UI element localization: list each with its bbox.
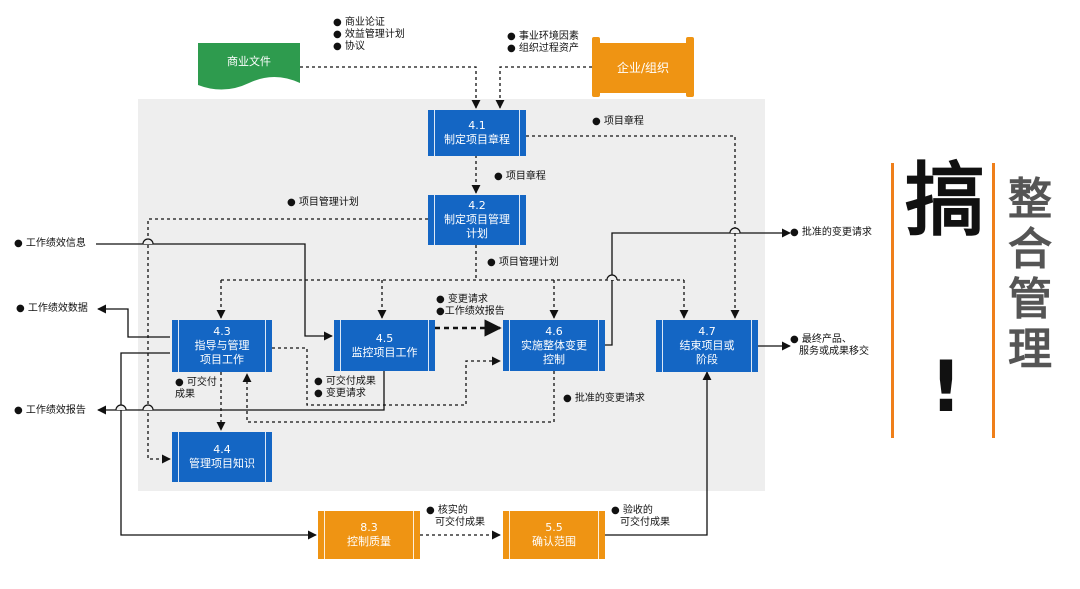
process-name-line2: 项目工作 [200,353,244,366]
process-4-7-close-project[interactable]: 4.7 结束项目或 阶段 [656,320,758,372]
label-verified-deliverables: ● 核实的 可交付成果 [426,505,485,528]
process-name-line2: 阶段 [696,353,718,366]
scroll-icon [592,37,694,97]
accent-divider-right [992,163,995,438]
business-doc-items: ● 商业论证 ● 效益管理计划 ● 协议 [333,17,405,53]
title-char-3: 管 [1008,274,1052,325]
org-item-2: ● 组织过程资产 [507,43,579,54]
process-number: 5.5 [545,521,563,534]
process-number: 4.2 [468,199,486,212]
label-work-performance-data: ● 工作绩效数据 [16,303,88,314]
process-name: 控制质量 [347,535,391,548]
label-charter-down: ● 项目章程 [494,171,546,182]
title-char-4: 理 [1008,324,1052,375]
label-deliverables-change-request: ● 可交付成果 ● 变更请求 [314,376,376,399]
business-documents-shape[interactable]: 商业文件 [198,43,300,92]
label-approved-change-top: ● 批准的变更请求 [790,227,872,238]
title-exclamation: ! [930,346,962,428]
enterprise-organization-label: 企业/组织 [616,61,670,75]
doc-item-3: ● 协议 [333,41,365,52]
org-item-1: ● 事业环境因素 [507,31,579,42]
title-char-1: 整 [1008,174,1052,225]
enterprise-organization-shape[interactable]: 企业/组织 [592,37,694,97]
process-4-3-direct-manage-work[interactable]: 4.3 指导与管理 项目工作 [172,320,272,372]
doc-item-2: ● 效益管理计划 [333,29,405,40]
title-char-2: 合 [1008,224,1052,275]
label-work-performance-report: ● 工作绩效报告 [14,405,86,416]
label-deliverables: ● 可交付 成果 [175,377,217,400]
process-number: 8.3 [360,521,378,534]
process-name-line1: 指导与管理 [194,339,250,352]
process-4-6-integrated-change-control[interactable]: 4.6 实施整体变更 控制 [503,320,605,371]
label-pm-plan-down: ● 项目管理计划 [487,257,559,268]
process-name-line1: 实施整体变更 [521,338,587,352]
title-big-character: 搞 [905,154,985,247]
process-number: 4.7 [698,325,716,338]
label-change-request-report: ● 变更请求 ●工作绩效报告 [436,294,505,317]
process-name: 管理项目知识 [189,457,255,470]
process-number: 4.4 [213,443,231,456]
process-number: 4.3 [213,325,231,338]
process-name-line1: 制定项目管理 [444,213,510,226]
process-4-2-develop-pm-plan[interactable]: 4.2 制定项目管理 计划 [428,195,526,245]
process-4-1-develop-charter[interactable]: 4.1 制定项目章程 [428,110,526,156]
process-8-3-control-quality[interactable]: 8.3 控制质量 [318,511,420,559]
title-vertical-text: 整 合 管 理 [1004,175,1056,375]
process-number: 4.1 [468,119,486,132]
process-name: 监控项目工作 [351,345,418,359]
process-name-line2: 控制 [543,352,565,366]
process-number: 4.6 [545,324,563,338]
process-name: 确认范围 [532,535,576,548]
process-4-4-manage-knowledge[interactable]: 4.4 管理项目知识 [172,432,272,482]
document-icon [198,43,300,90]
label-charter-right: ● 项目章程 [592,116,644,127]
label-approved-change-bottom: ● 批准的变更请求 [563,393,645,404]
accent-divider-left [891,163,894,438]
process-name: 制定项目章程 [444,133,510,146]
label-work-performance-info: ● 工作绩效信息 [14,238,86,249]
process-number: 4.5 [375,331,394,345]
process-4-5-monitor-control-work[interactable]: 4.5 监控项目工作 [334,320,435,371]
label-pm-plan-left: ● 项目管理计划 [287,197,359,208]
doc-item-1: ● 商业论证 [333,17,385,28]
integration-panel [138,99,765,491]
process-name-line1: 结束项目或 [679,339,735,352]
label-final-product: ● 最终产品、 服务或成果移交 [790,334,869,357]
process-name-line2: 计划 [466,227,488,240]
process-5-5-validate-scope[interactable]: 5.5 确认范围 [503,511,605,559]
label-accepted-deliverables: ● 验收的 可交付成果 [611,505,670,528]
org-items: ● 事业环境因素 ● 组织过程资产 [507,31,579,55]
business-documents-label: 商业文件 [227,55,271,68]
